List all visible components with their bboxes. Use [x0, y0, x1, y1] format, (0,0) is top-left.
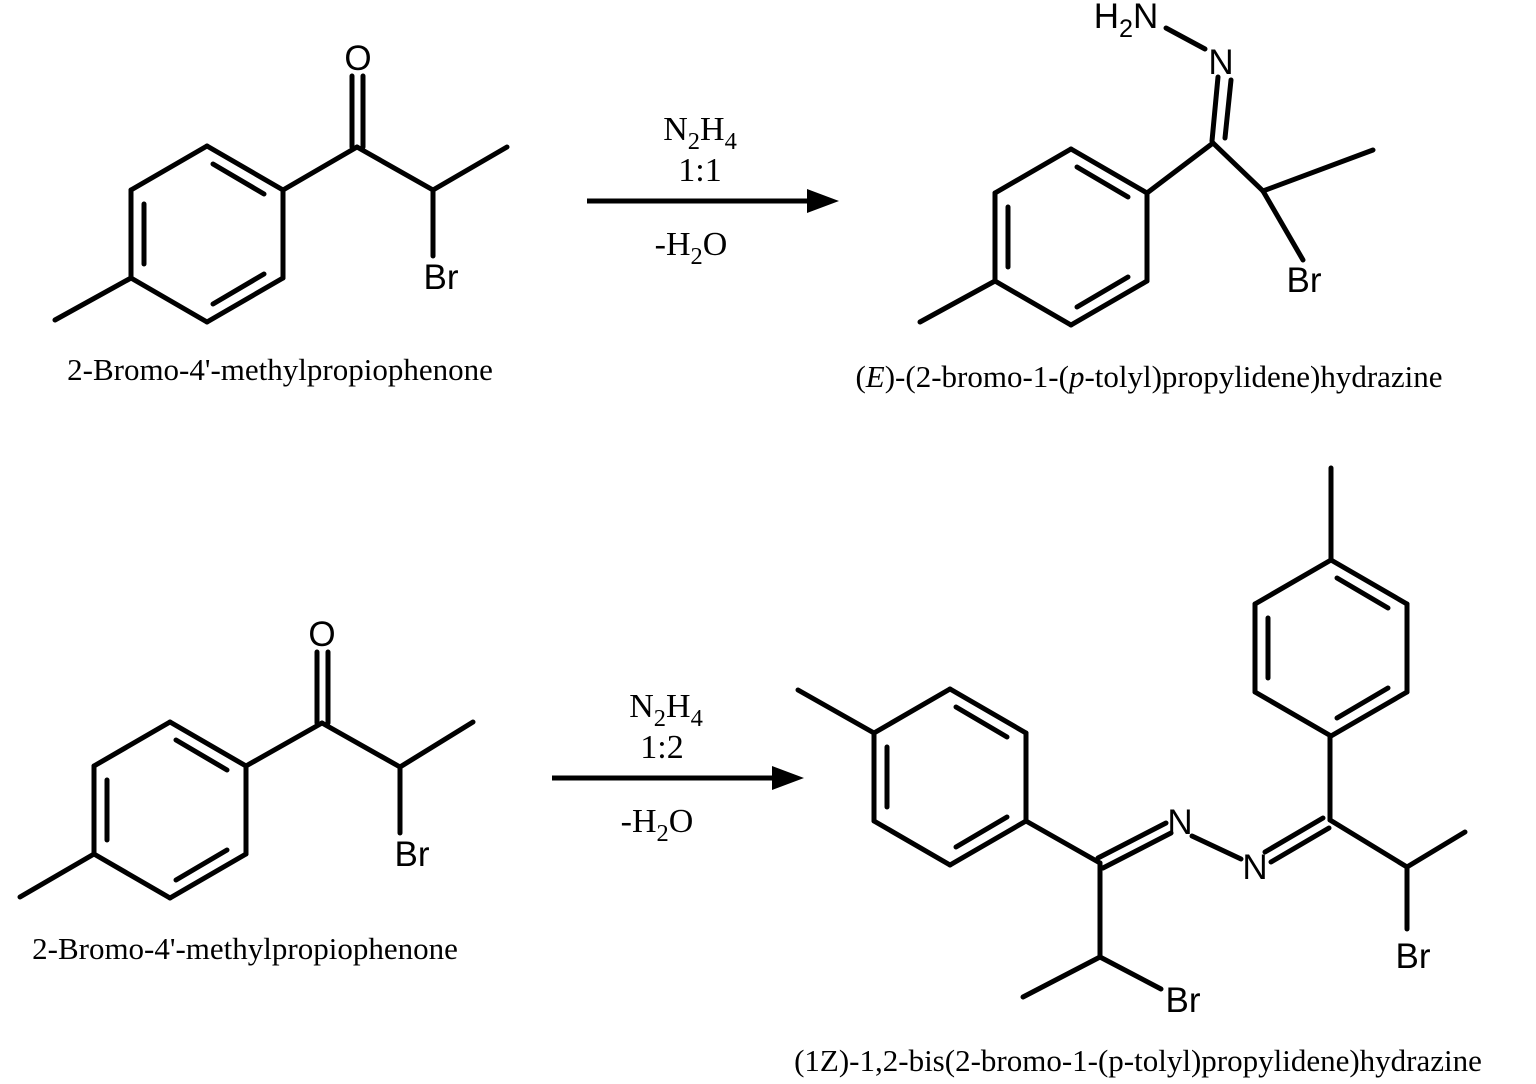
bond-line	[167, 719, 249, 769]
bond-line	[1144, 140, 1216, 196]
bond-line	[243, 720, 325, 769]
bond-line	[1100, 830, 1174, 871]
bond-line	[1068, 146, 1150, 196]
atom-label: O	[344, 39, 371, 78]
atom-label: Br	[1396, 937, 1431, 976]
bond-line	[210, 271, 267, 307]
bond-line	[210, 161, 267, 197]
bond-line	[167, 851, 249, 901]
bond-line	[173, 847, 230, 883]
atom-label: N	[1167, 803, 1192, 842]
bond-line	[1327, 817, 1410, 870]
atom-label: N	[1208, 43, 1233, 82]
bond-line	[1222, 77, 1234, 141]
bond-line	[1260, 188, 1306, 263]
bond-line	[91, 719, 173, 769]
bond-line	[17, 851, 97, 900]
bond-line	[871, 818, 953, 868]
bond-line	[280, 144, 360, 193]
bond-line	[871, 686, 953, 736]
bond-line	[1020, 954, 1103, 1000]
reagent-label: N2H4	[663, 111, 737, 155]
atom-label: Br	[395, 835, 430, 874]
bond-line	[1334, 575, 1391, 611]
reagent-label: N2H4	[629, 688, 703, 732]
bond-line	[319, 720, 403, 770]
byproduct-label: -H2O	[621, 803, 694, 847]
bond-line	[173, 737, 230, 773]
bond-line	[1328, 689, 1410, 739]
ratio-label: 1:1	[678, 152, 721, 189]
caption-product-bottom: (1Z)-1,2-bis(2-bromo-1-(p-tolyl)propylid…	[794, 1043, 1482, 1078]
structure-2-bromo-4-methylpropiophenone-bottom: O Br	[17, 615, 476, 901]
bond-line	[1404, 829, 1468, 870]
bond-line	[1074, 164, 1131, 200]
bond-line	[1328, 557, 1410, 607]
bond-line	[397, 719, 476, 770]
bond-line	[1097, 954, 1164, 992]
bond-line	[1095, 820, 1169, 861]
atom-label: Br	[1166, 981, 1201, 1020]
atom-label: Br	[424, 258, 459, 297]
structure-E-hydrazone-product: H2N N Br	[917, 0, 1376, 328]
atom-label: H2N	[1094, 0, 1159, 43]
bond-line	[917, 278, 998, 325]
bond-line	[1334, 685, 1391, 721]
structure-2-bromo-4-methylpropiophenone-top: O Br	[52, 39, 510, 325]
bond-line	[947, 686, 1029, 736]
arrow-head-icon	[772, 766, 804, 790]
caption-reactant-bottom: 2-Bromo-4'-methylpropiophenone	[32, 931, 458, 966]
bond-line	[1209, 74, 1221, 144]
bond-line	[128, 143, 210, 193]
bond-line	[1074, 274, 1131, 310]
atom-label: O	[308, 615, 335, 654]
atom-label: Br	[1287, 261, 1322, 300]
bond-line	[1262, 815, 1326, 855]
bond-line	[953, 814, 1010, 850]
bond-line	[52, 275, 134, 323]
bond-line	[795, 687, 877, 736]
bond-line	[1189, 833, 1244, 862]
bond-line	[1252, 557, 1334, 607]
bond-line	[992, 146, 1074, 196]
bond-line	[1210, 140, 1266, 194]
bond-line	[1252, 689, 1334, 739]
bond-line	[204, 275, 286, 325]
bond-line	[947, 818, 1029, 868]
bond-line	[1268, 825, 1332, 865]
caption-reactant-top: 2-Bromo-4'-methylpropiophenone	[67, 352, 493, 387]
bond-line	[1068, 278, 1150, 328]
atom-label: N	[1242, 848, 1267, 887]
arrow-head-icon	[807, 189, 839, 213]
bond-line	[430, 144, 510, 193]
bond-line	[1163, 25, 1208, 52]
bond-line	[953, 704, 1010, 740]
bond-line	[128, 275, 210, 325]
ratio-label: 1:2	[640, 729, 683, 766]
bond-line	[354, 144, 436, 193]
bond-line	[91, 851, 173, 901]
byproduct-label: -H2O	[655, 226, 728, 270]
bond-line	[992, 278, 1074, 328]
caption-product-top: (E)-(2-bromo-1-(p-tolyl)propylidene)hydr…	[855, 359, 1442, 394]
bond-line	[1023, 818, 1103, 866]
bond-line	[204, 143, 286, 193]
bond-line	[1260, 147, 1376, 194]
